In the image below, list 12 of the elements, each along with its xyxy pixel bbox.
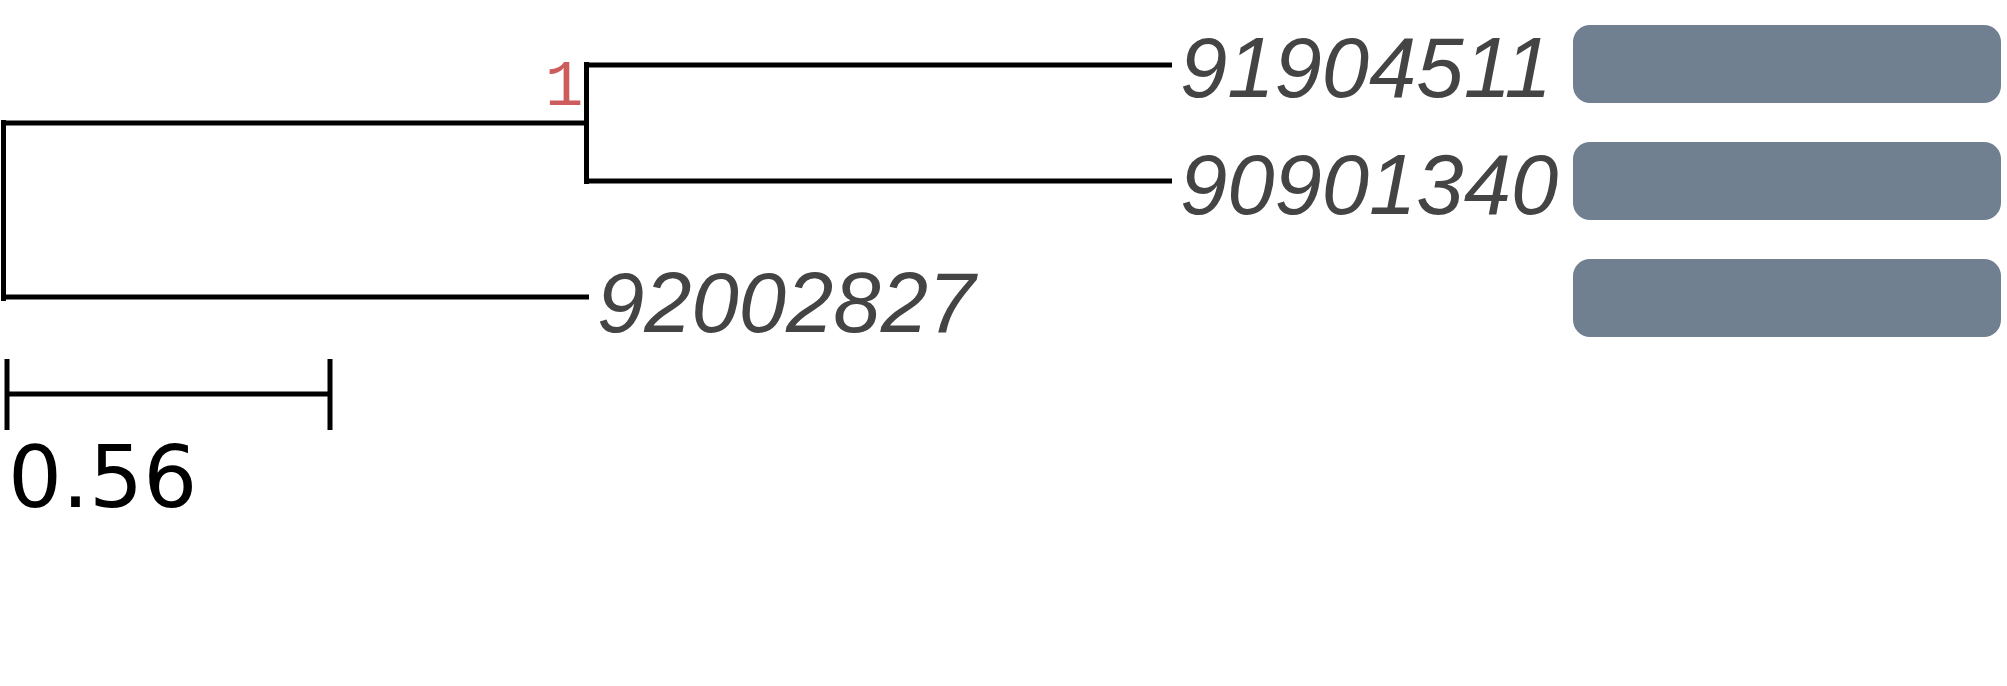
tree-branch bbox=[6, 120, 584, 126]
leaf-label: 92002827 bbox=[589, 259, 976, 346]
support-value: 1 bbox=[545, 56, 584, 120]
leaf-label: 90901340 bbox=[1172, 141, 1559, 228]
rounded-bar bbox=[1573, 142, 2001, 220]
scale-label: 0.56 bbox=[8, 435, 198, 520]
tree-branch bbox=[589, 178, 1172, 184]
leaf-label: 91904511 bbox=[1172, 24, 1552, 111]
rounded-bar bbox=[1573, 259, 2001, 337]
tree-branch bbox=[589, 62, 1172, 68]
rounded-bar bbox=[1573, 25, 2001, 103]
tree-branch bbox=[6, 294, 589, 300]
